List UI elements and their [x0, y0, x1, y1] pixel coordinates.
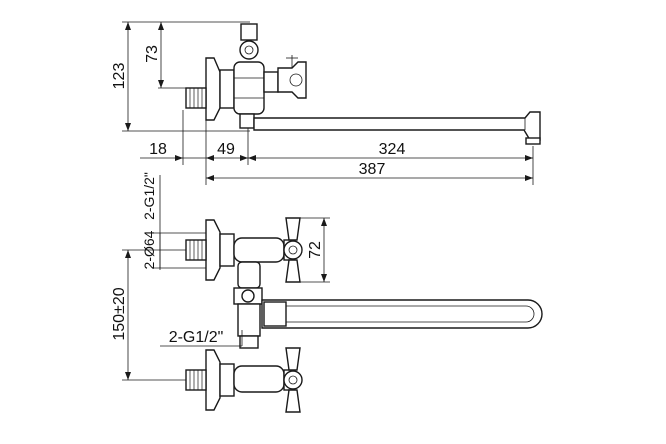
side-view	[122, 21, 541, 185]
cross-handle-side	[277, 61, 307, 99]
connector-lower	[219, 363, 235, 397]
connector-upper	[219, 233, 235, 267]
dim-text-dia64: 2-Ø64	[141, 230, 157, 269]
dim-text-72: 72	[307, 241, 324, 259]
dim-text-324: 324	[379, 141, 406, 158]
dim-text-123: 123	[111, 63, 128, 90]
handle-arm-top-lower	[285, 347, 301, 371]
handle-arm-bottom-lower	[285, 389, 301, 413]
inlet-thread-upper	[185, 239, 207, 261]
shower-outlet-side	[240, 23, 258, 41]
handle-arm-bottom-upper	[285, 259, 301, 283]
spout-side	[253, 111, 541, 141]
valve-stem-side	[263, 71, 279, 93]
escutcheon-upper	[205, 219, 221, 281]
cross-handle-lower	[283, 370, 303, 390]
dim-text-387: 387	[359, 161, 386, 178]
mixer-body-side	[233, 61, 265, 115]
dim-text-49: 49	[217, 141, 235, 158]
cross-handle-upper	[283, 240, 303, 260]
valve-body-lower	[233, 365, 285, 393]
aerator-side	[525, 137, 541, 145]
connector-nut-side	[219, 69, 235, 109]
handle-arm-top-upper	[285, 217, 301, 241]
escutcheon-lower	[205, 349, 221, 411]
front-view	[122, 175, 543, 413]
valve-body-upper	[233, 237, 285, 263]
center-nut	[239, 335, 259, 349]
dim-text-73: 73	[144, 45, 161, 63]
dim-text-thread-inlet: 2-G1/2"	[169, 329, 224, 346]
center-column	[237, 303, 261, 337]
spout-top	[261, 299, 543, 329]
dim-text-thread-top: 2-G1/2"	[141, 172, 157, 220]
inlet-thread-side	[185, 87, 207, 109]
diverter-knob-side	[239, 40, 259, 60]
inlet-thread-lower	[185, 369, 207, 391]
escutcheon-side	[205, 57, 221, 121]
spout-joint-side	[239, 113, 255, 129]
spout-swivel	[263, 301, 287, 327]
diverter-body	[237, 261, 261, 289]
dim-text-18: 18	[149, 141, 167, 158]
dim-text-150: 150±20	[111, 287, 128, 340]
